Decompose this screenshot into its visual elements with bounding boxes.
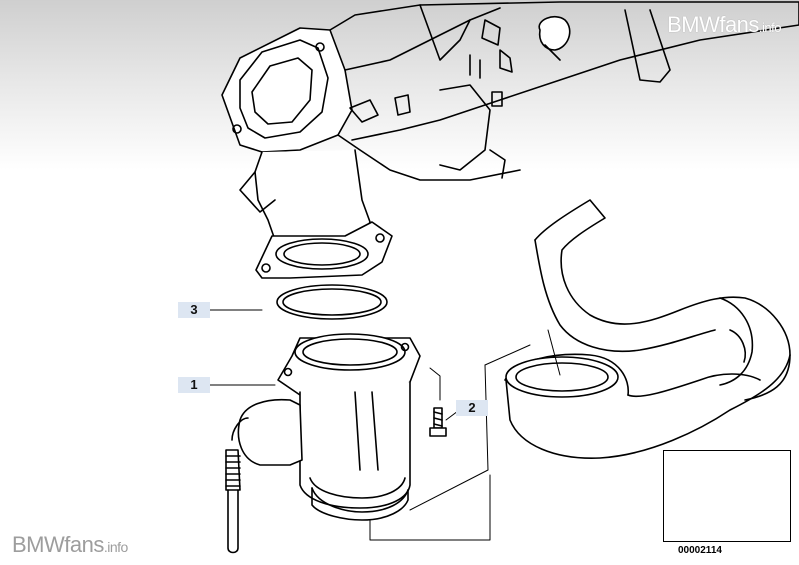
intake-plenum [221, 1, 799, 181]
air-mass-meter [225, 333, 421, 554]
callout-1[interactable]: 1 [178, 377, 210, 393]
bolt [429, 407, 447, 437]
callout-3[interactable]: 3 [178, 302, 210, 318]
gasket-ring [276, 284, 388, 320]
diagram-reference-number: 00002114 [678, 545, 722, 556]
watermark-bottom: BMWfans.info [12, 532, 128, 557]
watermark-top: BMWfans.info [667, 12, 781, 37]
manifold-outlet-flange [239, 149, 393, 279]
top-gradient [0, 0, 799, 170]
air-intake-hose [504, 199, 791, 459]
reference-car-box [663, 450, 791, 542]
callout-2[interactable]: 2 [456, 400, 488, 416]
